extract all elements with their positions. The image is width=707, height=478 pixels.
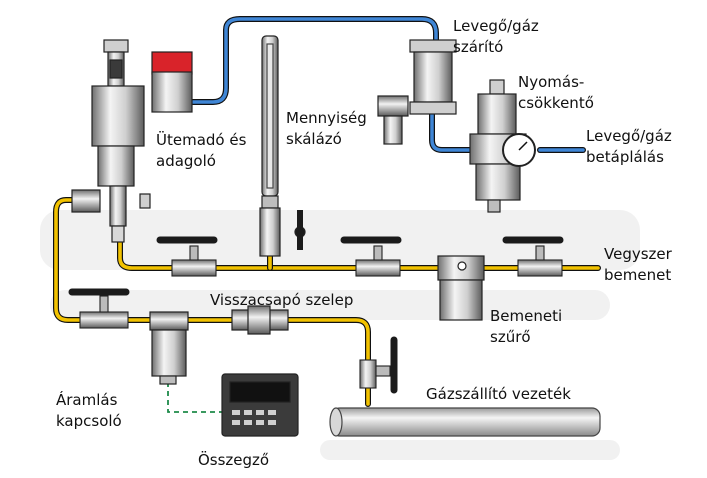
check-valve	[231, 305, 289, 335]
liquid-lines	[53, 197, 601, 407]
label-totalizer: Összegző	[198, 451, 270, 469]
flowmeter	[259, 35, 306, 257]
solenoid-valve	[151, 51, 193, 113]
meter-assembly	[71, 39, 151, 243]
inlet-filter	[437, 255, 485, 321]
air-dryer	[377, 39, 457, 145]
valve-5	[359, 336, 398, 394]
gas-line-pipe	[329, 407, 601, 437]
liquid-valves	[68, 236, 564, 394]
valve-3	[502, 236, 564, 277]
label-gas-line: Gázszállító vezeték	[426, 385, 571, 403]
signal-line	[167, 382, 230, 413]
label-check-valve: Visszacsapó szelep	[210, 291, 354, 309]
totalizer-device	[221, 373, 299, 437]
valve-4	[68, 288, 130, 329]
air-lines	[190, 16, 586, 153]
flow-switch	[149, 311, 189, 385]
valve-1	[156, 236, 218, 277]
valve-2	[340, 236, 402, 277]
label-regulator: Nyomás-csökkentő	[518, 73, 594, 112]
pressure-regulator	[469, 79, 536, 213]
